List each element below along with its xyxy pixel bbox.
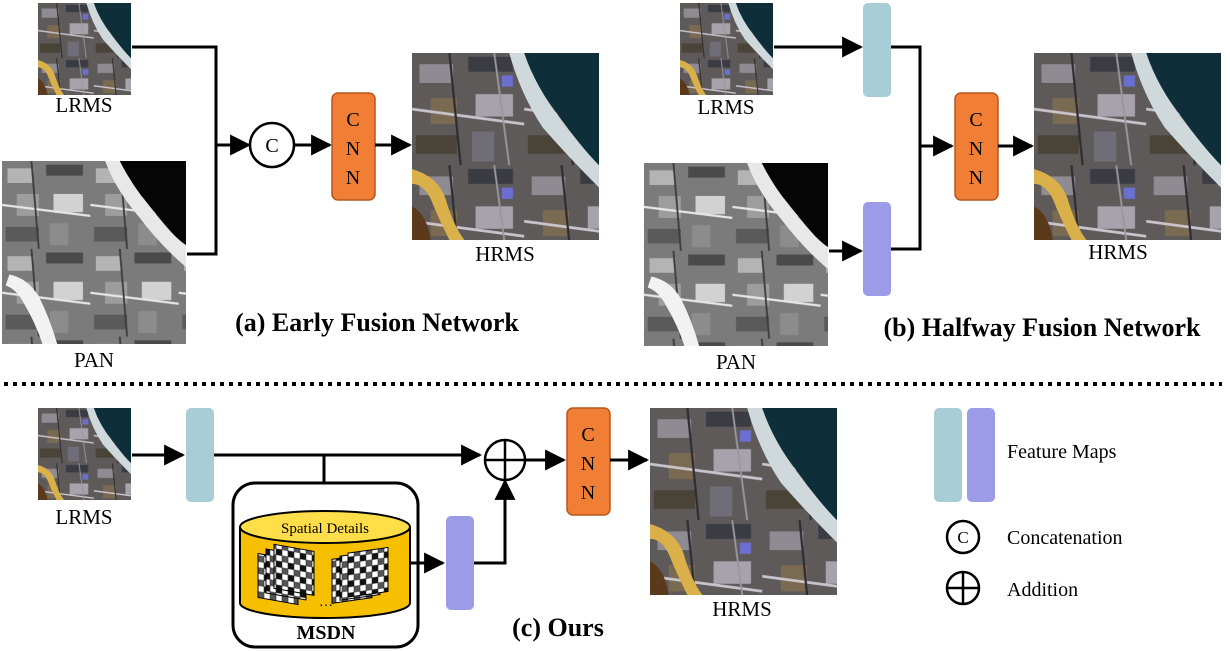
pan-label-a: PAN: [74, 348, 114, 372]
caption-early-fusion: (a) Early Fusion Network: [235, 308, 519, 337]
hrms-label-b: HRMS: [1088, 240, 1148, 264]
cnn-letter-b-3: N: [969, 167, 983, 189]
panel-early-fusion: LRMS PAN C C N N HRMS (a) Early Fusion N…: [2, 3, 599, 372]
msdn-label: MSDN: [297, 622, 356, 644]
spatial-details-label: Spatial Details: [281, 521, 369, 537]
hrms-image-a: [412, 53, 599, 240]
feature-map-pan-b: [863, 202, 891, 296]
merge-line-b: [891, 45, 922, 251]
legend-concat-icon: [945, 519, 981, 555]
pan-label-b: PAN: [716, 350, 756, 374]
hrms-label-a: HRMS: [475, 242, 535, 266]
lrms-label-a: LRMS: [55, 93, 112, 117]
legend-feature-purple: [967, 408, 995, 502]
caption-ours: (c) Ours: [512, 613, 604, 642]
cnn-letter-b-1: C: [969, 109, 982, 131]
hrms-image-b: [1034, 53, 1221, 240]
lrms-image-a: [38, 3, 131, 95]
legend-addition-icon: [945, 570, 981, 606]
sheet-ellipsis: …: [319, 595, 333, 610]
legend-feature-light: [934, 408, 962, 502]
lrms-image-b: [680, 3, 773, 95]
merge-line-a: [132, 45, 218, 256]
feature-map-lrms-c: [186, 408, 214, 502]
panel-halfway-fusion: LRMS PAN C N N HRMS (b) Halfway Fusion N…: [644, 3, 1221, 374]
cnn-letter-c-3: N: [581, 482, 595, 504]
cnn-letter-a-3: N: [346, 167, 360, 189]
cnn-letter-c-1: C: [581, 424, 594, 446]
panel-ours: LRMS Spatial Details … MSDN: [38, 407, 837, 649]
feature-map-lrms-b: [863, 3, 891, 97]
caption-halfway-fusion: (b) Halfway Fusion Network: [883, 313, 1201, 342]
feature-map-details-c: [446, 516, 474, 610]
cnn-letter-b-2: N: [969, 138, 983, 160]
lrms-label-c: LRMS: [55, 505, 112, 529]
legend-concatenation-label: Concatenation: [1007, 527, 1123, 549]
cnn-letter-c-2: N: [581, 453, 595, 475]
pan-image-a: [2, 161, 186, 344]
hrms-label-c: HRMS: [712, 597, 772, 621]
concat-symbol-a: C: [265, 135, 278, 157]
detail-sheets-left: [257, 543, 315, 606]
pan-image-b: [644, 163, 828, 346]
legend: Feature Maps C Concatenation Addition: [934, 408, 1123, 606]
legend-addition-label: Addition: [1007, 579, 1078, 601]
arrow-up-to-addition: [474, 478, 516, 565]
addition-node-c: [483, 438, 527, 482]
lrms-image-c: [38, 408, 131, 500]
cnn-letter-a-2: N: [346, 138, 360, 160]
detail-sheets-right: [331, 546, 389, 604]
lrms-label-b: LRMS: [697, 95, 754, 119]
cnn-letter-a-1: C: [346, 109, 359, 131]
legend-concat-symbol: C: [957, 528, 968, 547]
spatial-details-cylinder: Spatial Details …: [239, 510, 411, 619]
hrms-image-c: [650, 408, 837, 595]
legend-feature-maps-label: Feature Maps: [1007, 441, 1117, 463]
